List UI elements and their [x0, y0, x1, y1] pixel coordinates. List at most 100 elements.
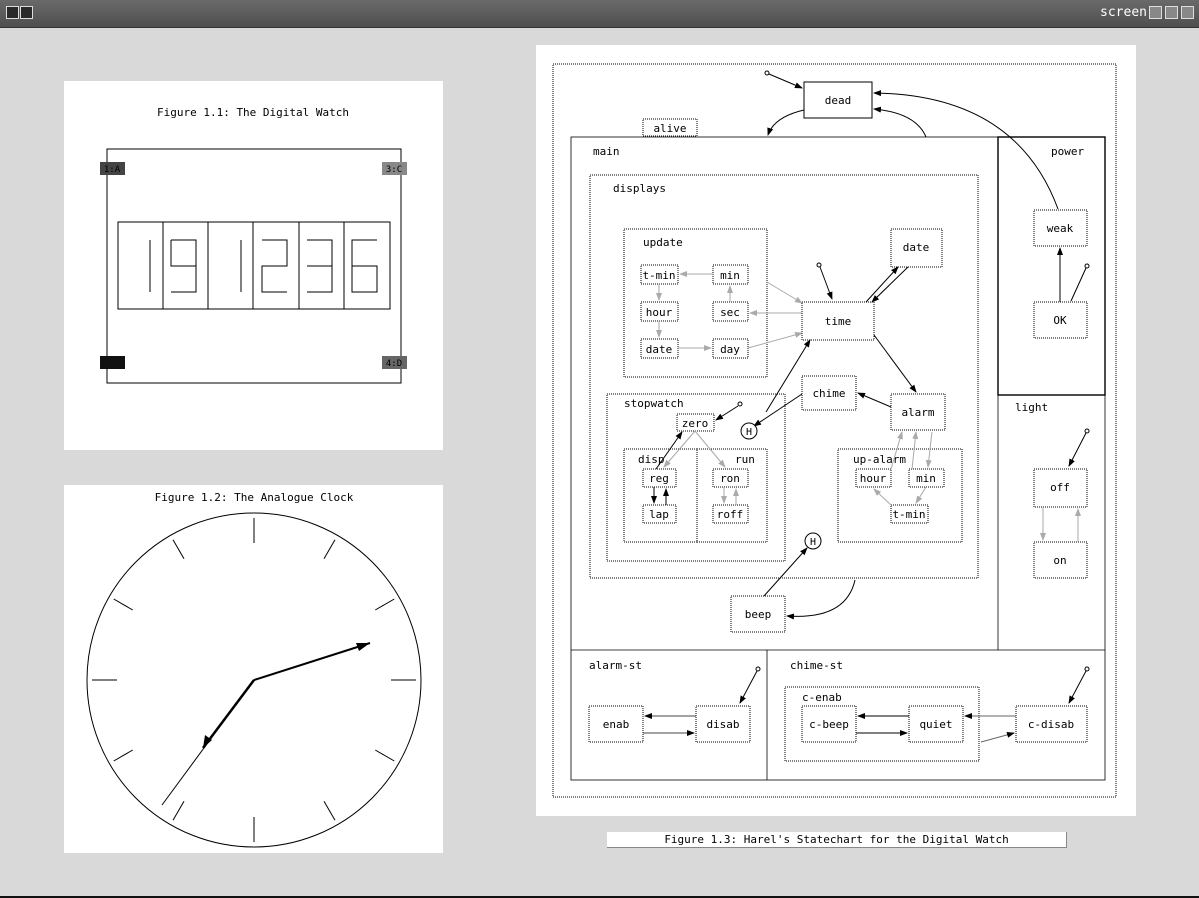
minimize-icon[interactable] — [1165, 6, 1178, 19]
disp-label: disp — [638, 453, 665, 466]
svg-text:lap: lap — [649, 508, 669, 521]
time-to-date-arrow — [865, 266, 899, 303]
digit-6 — [351, 239, 378, 293]
c-disab-initial-dot — [1084, 666, 1090, 672]
svg-text:alarm: alarm — [901, 406, 934, 419]
state-time[interactable]: time — [801, 301, 875, 341]
state-enab[interactable]: enab — [588, 705, 644, 743]
watch-button-a-label: 1:A — [104, 165, 121, 175]
second-hand — [161, 679, 255, 806]
state-day[interactable]: day — [712, 338, 749, 359]
c-enab-to-c-disab-arrow — [980, 731, 1015, 743]
watch-body — [106, 148, 402, 384]
restore-icon[interactable] — [1149, 6, 1162, 19]
svg-text:OK: OK — [1053, 314, 1067, 327]
figure3-caption-box: Figure 1.3: Harel's Statechart for the D… — [607, 832, 1067, 848]
stopwatch-to-time-arrow — [765, 339, 811, 413]
state-c-beep[interactable]: c-beep — [801, 705, 857, 743]
stopwatch-arrows — [651, 430, 739, 505]
c-enab-label: c-enab — [802, 691, 842, 704]
state-ron[interactable]: ron — [712, 468, 749, 488]
displays-to-beep-arrow — [786, 579, 856, 620]
state-up-alarm-t-min[interactable]: t-min — [890, 504, 929, 524]
state-update — [623, 228, 768, 378]
clock-rim — [86, 512, 422, 848]
watch-button-c[interactable]: 3:C — [382, 162, 407, 175]
run-label: run — [735, 453, 755, 466]
state-update-date[interactable]: date — [640, 338, 679, 359]
state-min[interactable]: min — [712, 264, 749, 285]
watch-button-d-label: 4:D — [386, 359, 402, 369]
state-t-min[interactable]: t-min — [640, 264, 679, 285]
state-alive — [570, 136, 1106, 781]
clock-tick-5 — [323, 800, 336, 821]
state-stopwatch — [606, 393, 786, 562]
beep-history-icon: H — [804, 532, 822, 550]
off-initial-arrow — [1068, 432, 1087, 467]
state-reg[interactable]: reg — [642, 468, 677, 488]
beep-to-history-arrow — [763, 547, 808, 597]
state-disab[interactable]: disab — [695, 705, 751, 743]
svg-text:H: H — [746, 427, 752, 438]
window-menu-left-icon[interactable] — [6, 6, 19, 19]
svg-text:min: min — [720, 269, 740, 282]
state-zero[interactable]: zero — [676, 413, 715, 432]
svg-text:date: date — [646, 343, 673, 356]
svg-text:ron: ron — [720, 472, 740, 485]
state-hour[interactable]: hour — [640, 301, 679, 322]
zero-initial-dot — [737, 401, 743, 407]
watch-button-d[interactable]: 4:D — [382, 356, 407, 369]
window-title: screen — [1100, 5, 1147, 20]
update-arrows — [656, 271, 803, 351]
state-beep[interactable]: beep — [730, 595, 786, 633]
svg-text:hour: hour — [646, 306, 673, 319]
minute-hand-tip — [356, 643, 370, 651]
state-up-alarm-hour[interactable]: hour — [855, 468, 892, 488]
watch-button-b[interactable] — [100, 356, 125, 369]
digital-watch-panel: Figure 1.1: The Digital Watch 1:A 3:C 4:… — [64, 81, 443, 450]
clock-tick-7 — [172, 800, 185, 821]
state-date[interactable]: date — [890, 228, 943, 268]
alive-to-dead-arrow — [873, 106, 927, 138]
state-disp — [623, 448, 698, 543]
displays-label: displays — [613, 182, 666, 195]
svg-text:weak: weak — [1047, 222, 1074, 235]
state-lap[interactable]: lap — [642, 504, 677, 524]
svg-text:hour: hour — [860, 472, 887, 485]
state-sec[interactable]: sec — [712, 301, 749, 322]
state-displays — [589, 174, 979, 579]
alarm-st-label: alarm-st — [589, 659, 642, 672]
figure3-caption: Figure 1.3: Harel's Statechart for the D… — [664, 833, 1009, 846]
watch-button-c-label: 3:C — [386, 165, 402, 175]
state-c-disab[interactable]: c-disab — [1015, 705, 1088, 743]
state-roff[interactable]: roff — [712, 504, 749, 524]
digit-3 — [307, 239, 333, 293]
close-icon[interactable] — [1181, 6, 1194, 19]
date-to-time-arrow — [871, 266, 909, 303]
clock-face — [86, 512, 422, 848]
clock-tick-1 — [323, 539, 336, 560]
state-c-enab — [784, 686, 980, 762]
state-ok[interactable]: OK — [1033, 301, 1088, 339]
analogue-clock-panel: Figure 1.2: The Analogue Clock — [64, 485, 443, 853]
analogue-clock-figure: Figure 1.2: The Analogue Clock — [86, 491, 422, 848]
state-up-alarm-min[interactable]: min — [908, 468, 945, 488]
state-off[interactable]: off — [1033, 468, 1088, 508]
digital-watch-figure: Figure 1.1: The Digital Watch 1:A 3:C 4:… — [100, 106, 407, 384]
state-alarm[interactable]: alarm — [890, 393, 946, 431]
state-quiet[interactable]: quiet — [908, 705, 964, 743]
svg-text:beep: beep — [745, 608, 772, 621]
svg-text:on: on — [1053, 554, 1066, 567]
ok-initial-arrow — [1070, 267, 1087, 302]
state-on[interactable]: on — [1033, 541, 1088, 579]
up-alarm-label: up-alarm — [853, 453, 906, 466]
state-weak[interactable]: weak — [1033, 209, 1088, 247]
state-dead[interactable]: dead — [803, 81, 873, 119]
clock-tick-11 — [172, 539, 185, 560]
svg-text:date: date — [903, 241, 930, 254]
window-menu-right-icon[interactable] — [20, 6, 33, 19]
minute-hand — [253, 642, 371, 681]
state-chime[interactable]: chime — [801, 375, 857, 411]
svg-text:time: time — [825, 315, 852, 328]
watch-button-a[interactable]: 1:A — [100, 162, 125, 175]
